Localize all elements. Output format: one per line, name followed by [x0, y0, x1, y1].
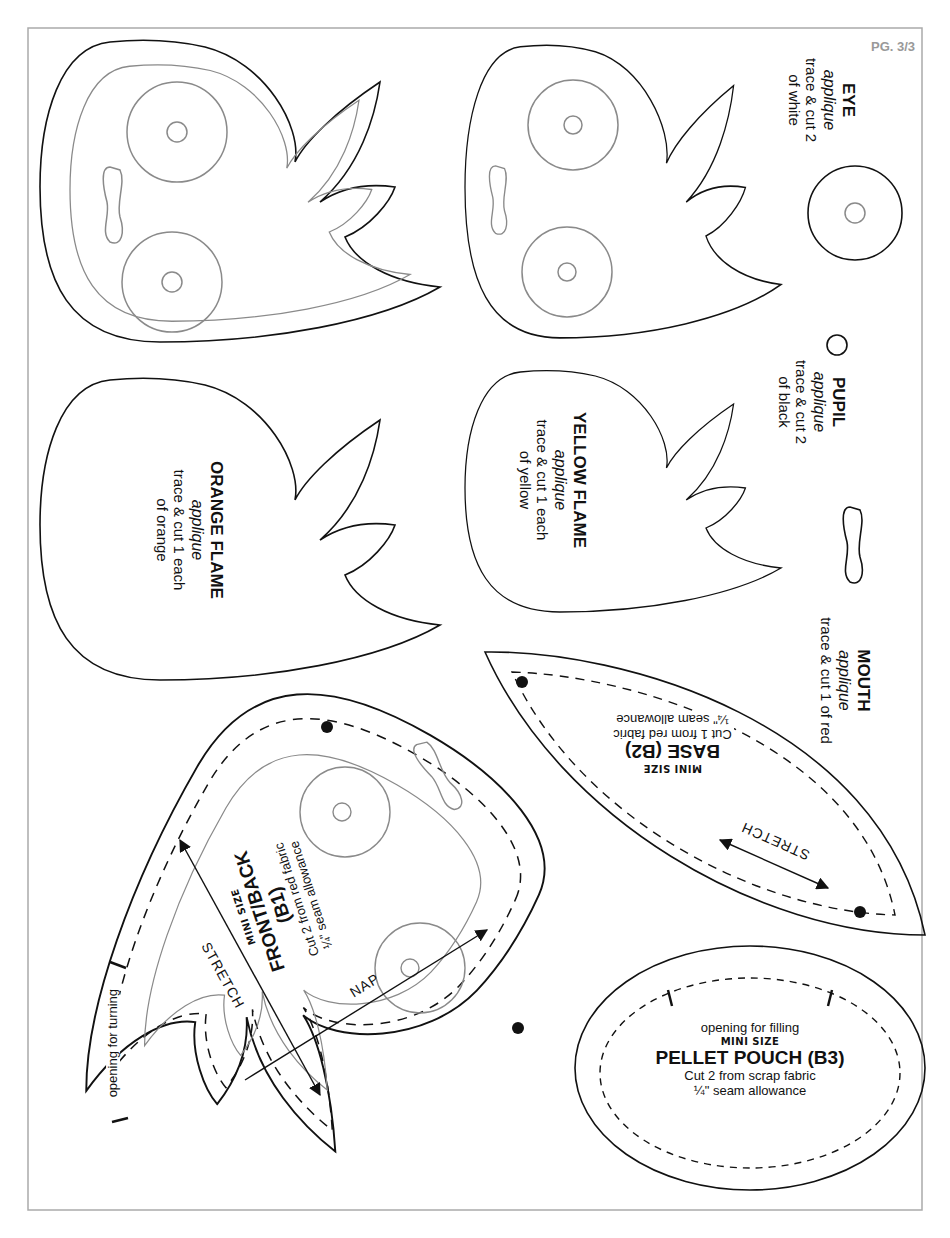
piece-note: PELLET POUCH (B3) [656, 1047, 845, 1069]
piece-heading: ORANGE FLAME [206, 461, 226, 599]
piece-note: ¼" seam allowance [614, 710, 730, 725]
orange-flame-piece [40, 378, 440, 680]
piece-note: applique [551, 412, 569, 548]
face-piece [40, 40, 440, 342]
piece-note: trace & cut 2 of white [786, 51, 821, 149]
pattern-piece-label: MINI SIZEFRONT/BACK (B1)Cut 2 from red f… [214, 826, 343, 984]
piece-note: trace & cut 1 of red [817, 617, 834, 744]
piece-heading: MINI SIZE [641, 762, 704, 774]
pattern-piece-label: opening for fillingMINI SIZEPELLET POUCH… [652, 1018, 849, 1102]
nap-label: NAP [347, 970, 382, 1000]
piece-note: applique [188, 461, 206, 599]
piece-heading: PUPIL [828, 353, 848, 451]
pattern-piece-label: MINI SIZEBASE (B2)Cut 1 from red fabric¼… [607, 708, 738, 777]
piece-heading: YELLOW FLAME [569, 412, 589, 548]
grain-label: STRETCH [739, 818, 812, 862]
piece-label: ORANGE FLAMEappliquetrace & cut 1 each o… [151, 457, 229, 603]
piece-heading: opening for filling [656, 1021, 845, 1036]
piece-note: MINI SIZE [656, 1036, 845, 1048]
piece-note: Cut 2 from scrap fabric [656, 1069, 845, 1084]
piece-label: YELLOW FLAMEappliquetrace & cut 1 each o… [514, 408, 592, 552]
piece-label: EYEappliquetrace & cut 2 of white [783, 47, 861, 153]
piece-label: PUPILappliquetrace & cut 2 of black [773, 349, 851, 455]
piece-note: Cut 1 from red fabric [611, 725, 734, 740]
yellow-flame-piece [465, 371, 781, 612]
mouth-piece [843, 507, 862, 583]
pellet-pouch-piece [575, 946, 925, 1190]
piece-note: trace & cut 1 each of yellow [517, 413, 552, 548]
page-number: PG. 3/3 [871, 40, 915, 54]
piece-note: applique [820, 51, 838, 149]
piece-note: applique [810, 353, 828, 451]
page-border [28, 28, 922, 1210]
piece-note: BASE (B2) [623, 740, 722, 762]
piece-note: ¼" seam allowance [656, 1084, 845, 1099]
piece-note: applique [835, 617, 853, 744]
eye-piece [808, 166, 902, 260]
piece-heading: MOUTH [853, 617, 873, 744]
face-piece [465, 45, 781, 338]
piece-label: MOUTHappliquetrace & cut 1 of red [815, 613, 876, 748]
grain-label: STRETCH [198, 939, 247, 1010]
piece-note: trace & cut 2 of black [776, 353, 811, 451]
opening-note: opening for turning [106, 987, 120, 1099]
piece-heading: EYE [838, 51, 858, 149]
front-back-piece [29, 642, 583, 1238]
piece-note: trace & cut 1 each of orange [154, 463, 189, 598]
pupil-piece [827, 335, 847, 355]
